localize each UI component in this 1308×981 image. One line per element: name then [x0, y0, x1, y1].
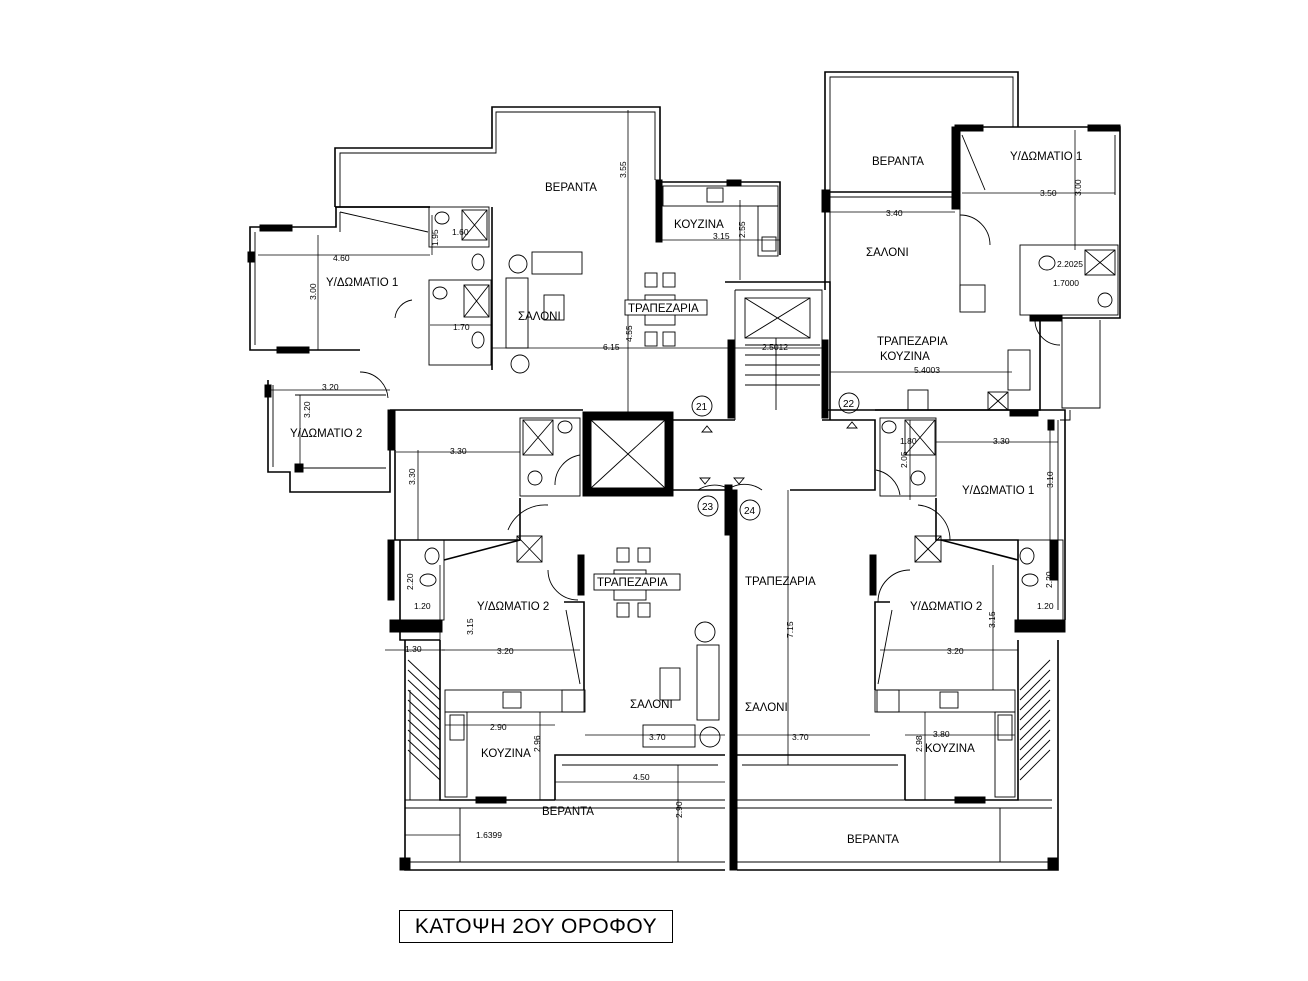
staircase-core — [582, 281, 876, 536]
room-labels: ΒΕΡΑΝΤΑ Υ/ΔΩΜΑΤΙΟ 1 ΚΟΥΖΙΝΑ ΣΑΛΟΝΙ ΤΡΑΠΕ… — [290, 151, 1082, 846]
dimension-text: 1.70 — [453, 322, 470, 332]
room-label: ΒΕΡΑΝΤΑ — [872, 156, 924, 168]
dimension-text: 1.95 — [430, 229, 440, 246]
dimension-text: 3.70 — [649, 732, 666, 742]
room-label: ΒΕΡΑΝΤΑ — [542, 806, 594, 818]
dimension-text: 3.30 — [407, 468, 417, 485]
room-label: Υ/ΔΩΜΑΤΙΟ 2 — [477, 601, 549, 613]
dimension-text: 6.15 — [603, 342, 620, 352]
dimension-text: 3.30 — [450, 446, 467, 456]
dimension-lines — [258, 110, 1115, 862]
dimension-text: 3.55 — [618, 161, 628, 178]
room-label: Υ/ΔΩΜΑΤΙΟ 1 — [962, 485, 1034, 497]
room-label: ΣΑΛΟΝΙ — [745, 702, 788, 714]
dimension-text: 3.70 — [792, 732, 809, 742]
dimension-text: 2.2025 — [1057, 259, 1083, 269]
room-label: Υ/ΔΩΜΑΤΙΟ 2 — [910, 601, 982, 613]
room-label: ΒΕΡΑΝΤΑ — [847, 834, 899, 846]
room-label: ΚΟΥΖΙΝΑ — [674, 219, 724, 231]
dimension-text: 1.80 — [900, 436, 917, 446]
dimension-text: 2.98 — [914, 735, 924, 752]
dimension-text: 3.15 — [465, 618, 475, 635]
apartment-southeast — [729, 409, 1071, 871]
dimension-text: 3.15 — [987, 611, 997, 628]
dimension-text: 5.4003 — [914, 365, 940, 375]
stair-marker: 22 — [843, 399, 855, 410]
room-label: ΚΟΥΖΙΝΑ — [481, 748, 531, 760]
dimension-text: 1.30 — [405, 644, 422, 654]
room-label: ΣΑΛΟΝΙ — [866, 247, 909, 259]
dimension-text: 3.10 — [1045, 471, 1055, 488]
drawing-title-box: ΚΑΤΟΨΗ 2ΟΥ ΟΡΟΦΟΥ — [399, 910, 673, 943]
dimension-text: 3.20 — [322, 382, 339, 392]
room-label: ΣΑΛΟΝΙ — [518, 311, 561, 323]
apartment-northwest — [247, 106, 781, 493]
room-label: Υ/ΔΩΜΑΤΙΟ 2 — [290, 428, 362, 440]
dimension-text: 3.00 — [308, 283, 318, 300]
room-label: ΤΡΑΠΕΖΑΡΙΑ — [628, 303, 699, 315]
dimension-text: 3.15 — [713, 231, 730, 241]
stair-hatching-se — [1019, 659, 1051, 781]
stair-marker: 23 — [702, 502, 714, 513]
dimension-text: 2.90 — [490, 722, 507, 732]
dimension-text: 4.50 — [633, 772, 650, 782]
stair-markers: 21 22 23 24 — [696, 399, 855, 517]
dimension-text: 2.20 — [1044, 571, 1054, 588]
dimension-text: 7.15 — [785, 621, 795, 638]
dimension-text: 2.05 — [899, 451, 909, 468]
dimension-text: 1.20 — [414, 601, 431, 611]
dimension-text: 4.60 — [333, 253, 350, 263]
dimension-text: 2.20 — [405, 573, 415, 590]
stair-marker: 21 — [696, 402, 708, 413]
stair-marker: 24 — [744, 506, 756, 517]
room-label: ΤΡΑΠΕΖΑΡΙΑ — [597, 577, 668, 589]
dimension-text: 3.30 — [993, 436, 1010, 446]
dimension-text: 3.50 — [1040, 188, 1057, 198]
room-label: ΚΟΥΖΙΝΑ — [880, 351, 930, 363]
dimension-text: 3.80 — [933, 729, 950, 739]
room-label: ΚΟΥΖΙΝΑ — [925, 743, 975, 755]
dimension-text: 2.5012 — [762, 342, 788, 352]
dimension-text: 2.96 — [532, 735, 542, 752]
room-label: Υ/ΔΩΜΑΤΙΟ 1 — [1010, 151, 1082, 163]
dimension-text: 3.20 — [947, 646, 964, 656]
dimension-text: 1.20 — [1037, 601, 1054, 611]
dimension-text: 1.7000 — [1053, 278, 1079, 288]
room-label: ΒΕΡΑΝΤΑ — [545, 182, 597, 194]
dimension-text: 3.40 — [886, 208, 903, 218]
dimension-text: 1.6399 — [476, 830, 502, 840]
dimension-text: 3.20 — [497, 646, 514, 656]
dimension-texts: 3.55 1.95 1.60 4.60 3.00 1.70 3.15 2.55 … — [302, 161, 1083, 840]
room-label: Υ/ΔΩΜΑΤΙΟ 1 — [326, 277, 398, 289]
dimension-text: 1.60 — [452, 227, 469, 237]
room-label: ΤΡΑΠΕΖΑΡΙΑ — [877, 336, 948, 348]
drawing-title: ΚΑΤΟΨΗ 2ΟΥ ΟΡΟΦΟΥ — [414, 914, 658, 938]
stair-hatching-sw — [407, 659, 441, 781]
dimension-text: 2.90 — [674, 801, 684, 818]
dimension-text: 4.55 — [624, 325, 634, 342]
apartment-southwest — [387, 409, 725, 871]
dimension-text: 3.00 — [1073, 179, 1083, 196]
dimension-text: 2.55 — [737, 221, 747, 238]
room-label: ΤΡΑΠΕΖΑΡΙΑ — [745, 576, 816, 588]
dimension-text: 3.20 — [302, 401, 312, 418]
room-label: ΣΑΛΟΝΙ — [630, 699, 673, 711]
